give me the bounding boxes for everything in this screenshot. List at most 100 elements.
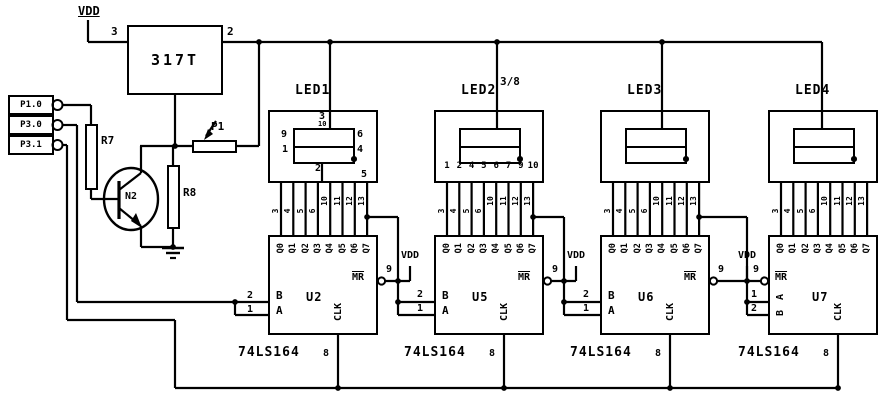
q-output-label: Q4 xyxy=(824,243,835,254)
led-digit-outline xyxy=(293,128,355,164)
resistor-r7-label: R7 xyxy=(101,134,115,147)
junction-dot xyxy=(530,214,536,220)
clk-pin-number: 8 xyxy=(323,348,330,359)
q-output-label: Q5 xyxy=(837,243,848,254)
q-output-label: Q6 xyxy=(849,243,860,254)
mr-inverter-bubble xyxy=(542,276,553,286)
segment-pin-label: 4 xyxy=(615,208,625,214)
segment-pin-label: 6 xyxy=(307,208,317,214)
q-output-label: Q4 xyxy=(490,243,501,254)
junction-dot xyxy=(395,299,401,305)
led-label: LED4 xyxy=(795,83,831,98)
ic-name-label: U7 xyxy=(812,290,829,304)
transistor-label: N2 xyxy=(125,191,138,202)
regulator-label: 317T xyxy=(150,50,200,69)
segment-pin-label: 4 xyxy=(783,208,793,214)
shift-register-box xyxy=(434,235,544,335)
q-output-label: Q1 xyxy=(454,243,465,254)
shift-register-box xyxy=(268,235,378,335)
segment-pin-label: 3 xyxy=(771,208,780,214)
resistor-r8-label: R8 xyxy=(183,186,197,199)
q-output-label: Q1 xyxy=(620,243,631,254)
led-digit-outline xyxy=(625,128,687,164)
led2-pin-label: 2 xyxy=(456,161,462,171)
q-output-label: Q1 xyxy=(288,243,299,254)
input-a-label: A xyxy=(775,293,786,301)
wire xyxy=(118,172,142,191)
segment-pin-label: 4 xyxy=(283,208,293,214)
segment-pin-label: 11 xyxy=(332,196,342,206)
cascade-vdd-label: VDD xyxy=(737,250,757,261)
segment-pin-label: 12 xyxy=(510,196,520,206)
q-output-label: Q3 xyxy=(312,243,323,254)
led2-pin-label: 5 xyxy=(481,161,487,171)
mr-label: MR xyxy=(775,272,788,283)
shift-register-box xyxy=(768,235,878,335)
q-output-label: Q2 xyxy=(466,243,477,254)
clk-label: CLK xyxy=(499,302,510,322)
connector-bump xyxy=(51,99,64,111)
q-output-label: Q7 xyxy=(527,243,538,254)
segment-pin-label: 4 xyxy=(449,208,459,214)
led2-pin-label: 6 xyxy=(493,161,499,171)
junction-dot xyxy=(364,214,370,220)
cascade-pin-bottom: 1 xyxy=(583,303,590,314)
segment-pin-label: 12 xyxy=(676,196,686,206)
regulator-pin-in-label: 3 xyxy=(111,25,118,38)
mr-pin-number: 9 xyxy=(718,264,725,275)
transistor-body xyxy=(102,166,160,232)
cascade-pin-top: 1 xyxy=(751,289,758,300)
led-decimal-point xyxy=(351,156,357,162)
led-display-box xyxy=(268,110,378,183)
junction-dot xyxy=(696,214,702,220)
junction-dot xyxy=(744,299,750,305)
ic-part-label: 74LS164 xyxy=(238,345,300,360)
segment-pin-label: 11 xyxy=(498,196,508,206)
led-label: LED2 xyxy=(461,83,497,98)
clk-label: CLK xyxy=(665,302,676,322)
segment-pin-label: 13 xyxy=(689,196,699,206)
q-output-label: Q4 xyxy=(656,243,667,254)
q-output-label: Q7 xyxy=(361,243,372,254)
clk-pin-number: 8 xyxy=(823,348,830,359)
segment-pin-label: 5 xyxy=(795,208,805,214)
mr-pin-number: 9 xyxy=(386,264,393,275)
q-output-label: Q5 xyxy=(337,243,348,254)
mr-pin-number: 9 xyxy=(552,264,559,275)
led-decimal-point xyxy=(517,156,523,162)
q-output-label: Q2 xyxy=(632,243,643,254)
input-b-label: B xyxy=(775,309,786,317)
connector-pin-p3-0: P3.0 xyxy=(8,115,54,135)
led-display-box xyxy=(600,110,710,183)
led2-pin-label: 4 xyxy=(468,161,475,171)
q-output-label: Q0 xyxy=(607,243,618,254)
led-digit-outline xyxy=(459,128,521,164)
led1-pin-r1: 6 xyxy=(357,129,364,140)
led-decimal-point xyxy=(683,156,689,162)
q-output-label: Q7 xyxy=(693,243,704,254)
ic-name-label: U2 xyxy=(306,290,323,304)
led-digit-outline xyxy=(793,128,855,164)
segment-pin-label: 11 xyxy=(664,196,674,206)
mr-inverter-bubble xyxy=(708,276,719,286)
connector-bump xyxy=(51,119,64,131)
ic-part-label: 74LS164 xyxy=(404,345,466,360)
segment-pin-label: 5 xyxy=(627,208,637,214)
led-label: LED3 xyxy=(627,83,663,98)
cascade-vdd-label: VDD xyxy=(400,250,420,261)
pot-wiper-arrow xyxy=(204,129,213,140)
u2-pin1-label: 1 xyxy=(247,304,254,315)
ic-name-label: U5 xyxy=(472,290,489,304)
q-output-label: Q6 xyxy=(681,243,692,254)
potentiometer-body xyxy=(192,140,237,153)
q-output-label: Q0 xyxy=(441,243,452,254)
led1-pin-dp: 5 xyxy=(361,169,368,180)
clk-label: CLK xyxy=(833,302,844,322)
segment-pin-label: 13 xyxy=(523,196,533,206)
q-output-label: Q4 xyxy=(324,243,335,254)
sheet-annotation: 3/8 xyxy=(500,75,520,88)
segment-pin-label: 10 xyxy=(652,196,662,206)
segment-pin-label: 6 xyxy=(473,208,483,214)
input-b-label: B xyxy=(442,289,449,302)
